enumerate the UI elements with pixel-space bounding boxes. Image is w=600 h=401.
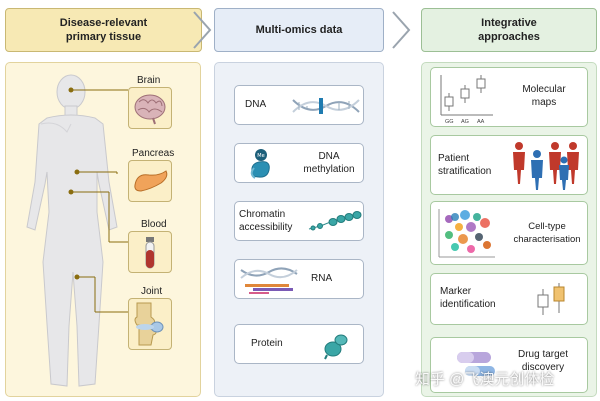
axis-label-gg: GG — [445, 119, 454, 125]
omics-column-title: Multi-omics data — [255, 24, 343, 36]
tissue-box-blood — [128, 231, 172, 273]
tissue-box-pancreas — [128, 160, 172, 202]
approach-card-cell-type: Cell-type characterisation — [430, 201, 588, 265]
tissue-box-brain — [128, 87, 172, 129]
tissue-column-header: Disease-relevant primary tissue — [5, 8, 202, 52]
axis-label-ag: AG — [461, 119, 469, 125]
rna-icon — [240, 267, 298, 294]
approach-label: Cell-type characterisation — [513, 221, 581, 245]
pancreas-icon — [134, 170, 168, 192]
tissue-label-brain: Brain — [137, 75, 161, 86]
human-body-figure — [26, 74, 128, 387]
boxplot-icon: GG AG AA — [440, 75, 493, 125]
omics-card-dna-methylation: DNA methylation Me — [234, 143, 364, 183]
blood-tube-icon — [145, 237, 155, 269]
approach-card-molecular-maps: GG AG AA Molecular maps — [430, 67, 588, 127]
omics-label: DNA methylation — [303, 151, 355, 175]
chevron-right-icon — [193, 11, 212, 49]
omics-card-protein: Protein — [234, 324, 364, 364]
nucleosome-icon — [308, 211, 362, 231]
knee-joint-icon — [134, 302, 164, 346]
tsne-clusters-icon — [438, 209, 495, 258]
omics-label: DNA — [245, 99, 267, 110]
chevron-right-icon — [392, 11, 411, 49]
tissue-column-title: Disease-relevant primary tissue — [59, 17, 148, 43]
omics-label: RNA — [311, 273, 333, 284]
marker-boxplot-icon — [537, 283, 565, 315]
approach-label: Marker identification — [440, 286, 496, 310]
omics-label: Protein — [251, 338, 283, 349]
approach-card-drug-target: Drug target discovery — [430, 337, 588, 393]
approaches-column-title: Integrative approaches — [478, 17, 540, 43]
axis-label-aa: AA — [477, 119, 485, 125]
approach-label: Molecular maps — [522, 84, 566, 108]
methylated-dna-icon: Me — [250, 149, 270, 179]
omics-card-dna: DNA — [234, 85, 364, 125]
brain-icon — [134, 94, 166, 125]
tissue-label-blood: Blood — [141, 219, 167, 230]
watermark: 知乎 @飞澳元创体检 — [415, 371, 555, 388]
omics-column-header: Multi-omics data — [214, 8, 384, 52]
omics-card-chromatin: Chromatin accessibility — [234, 201, 364, 241]
protein-icon — [324, 334, 348, 360]
approaches-column-header: Integrative approaches — [421, 8, 597, 52]
dna-helix-icon — [292, 98, 360, 114]
approach-label: Drug target discovery — [517, 349, 569, 373]
tissue-label-joint: Joint — [141, 286, 163, 297]
approach-label: Patient stratification — [438, 153, 492, 177]
capsules-icon — [457, 352, 495, 376]
patients-icon — [513, 142, 579, 190]
svg-text:Me: Me — [257, 153, 264, 159]
approach-card-patient-stratification: Patient stratification — [430, 135, 588, 195]
tissue-box-joint — [128, 298, 172, 350]
approach-card-marker-identification: Marker identification — [430, 273, 588, 325]
tissue-label-pancreas: Pancreas — [132, 148, 175, 159]
omics-label: Chromatin accessibility — [239, 209, 293, 233]
omics-card-rna: RNA — [234, 259, 364, 299]
